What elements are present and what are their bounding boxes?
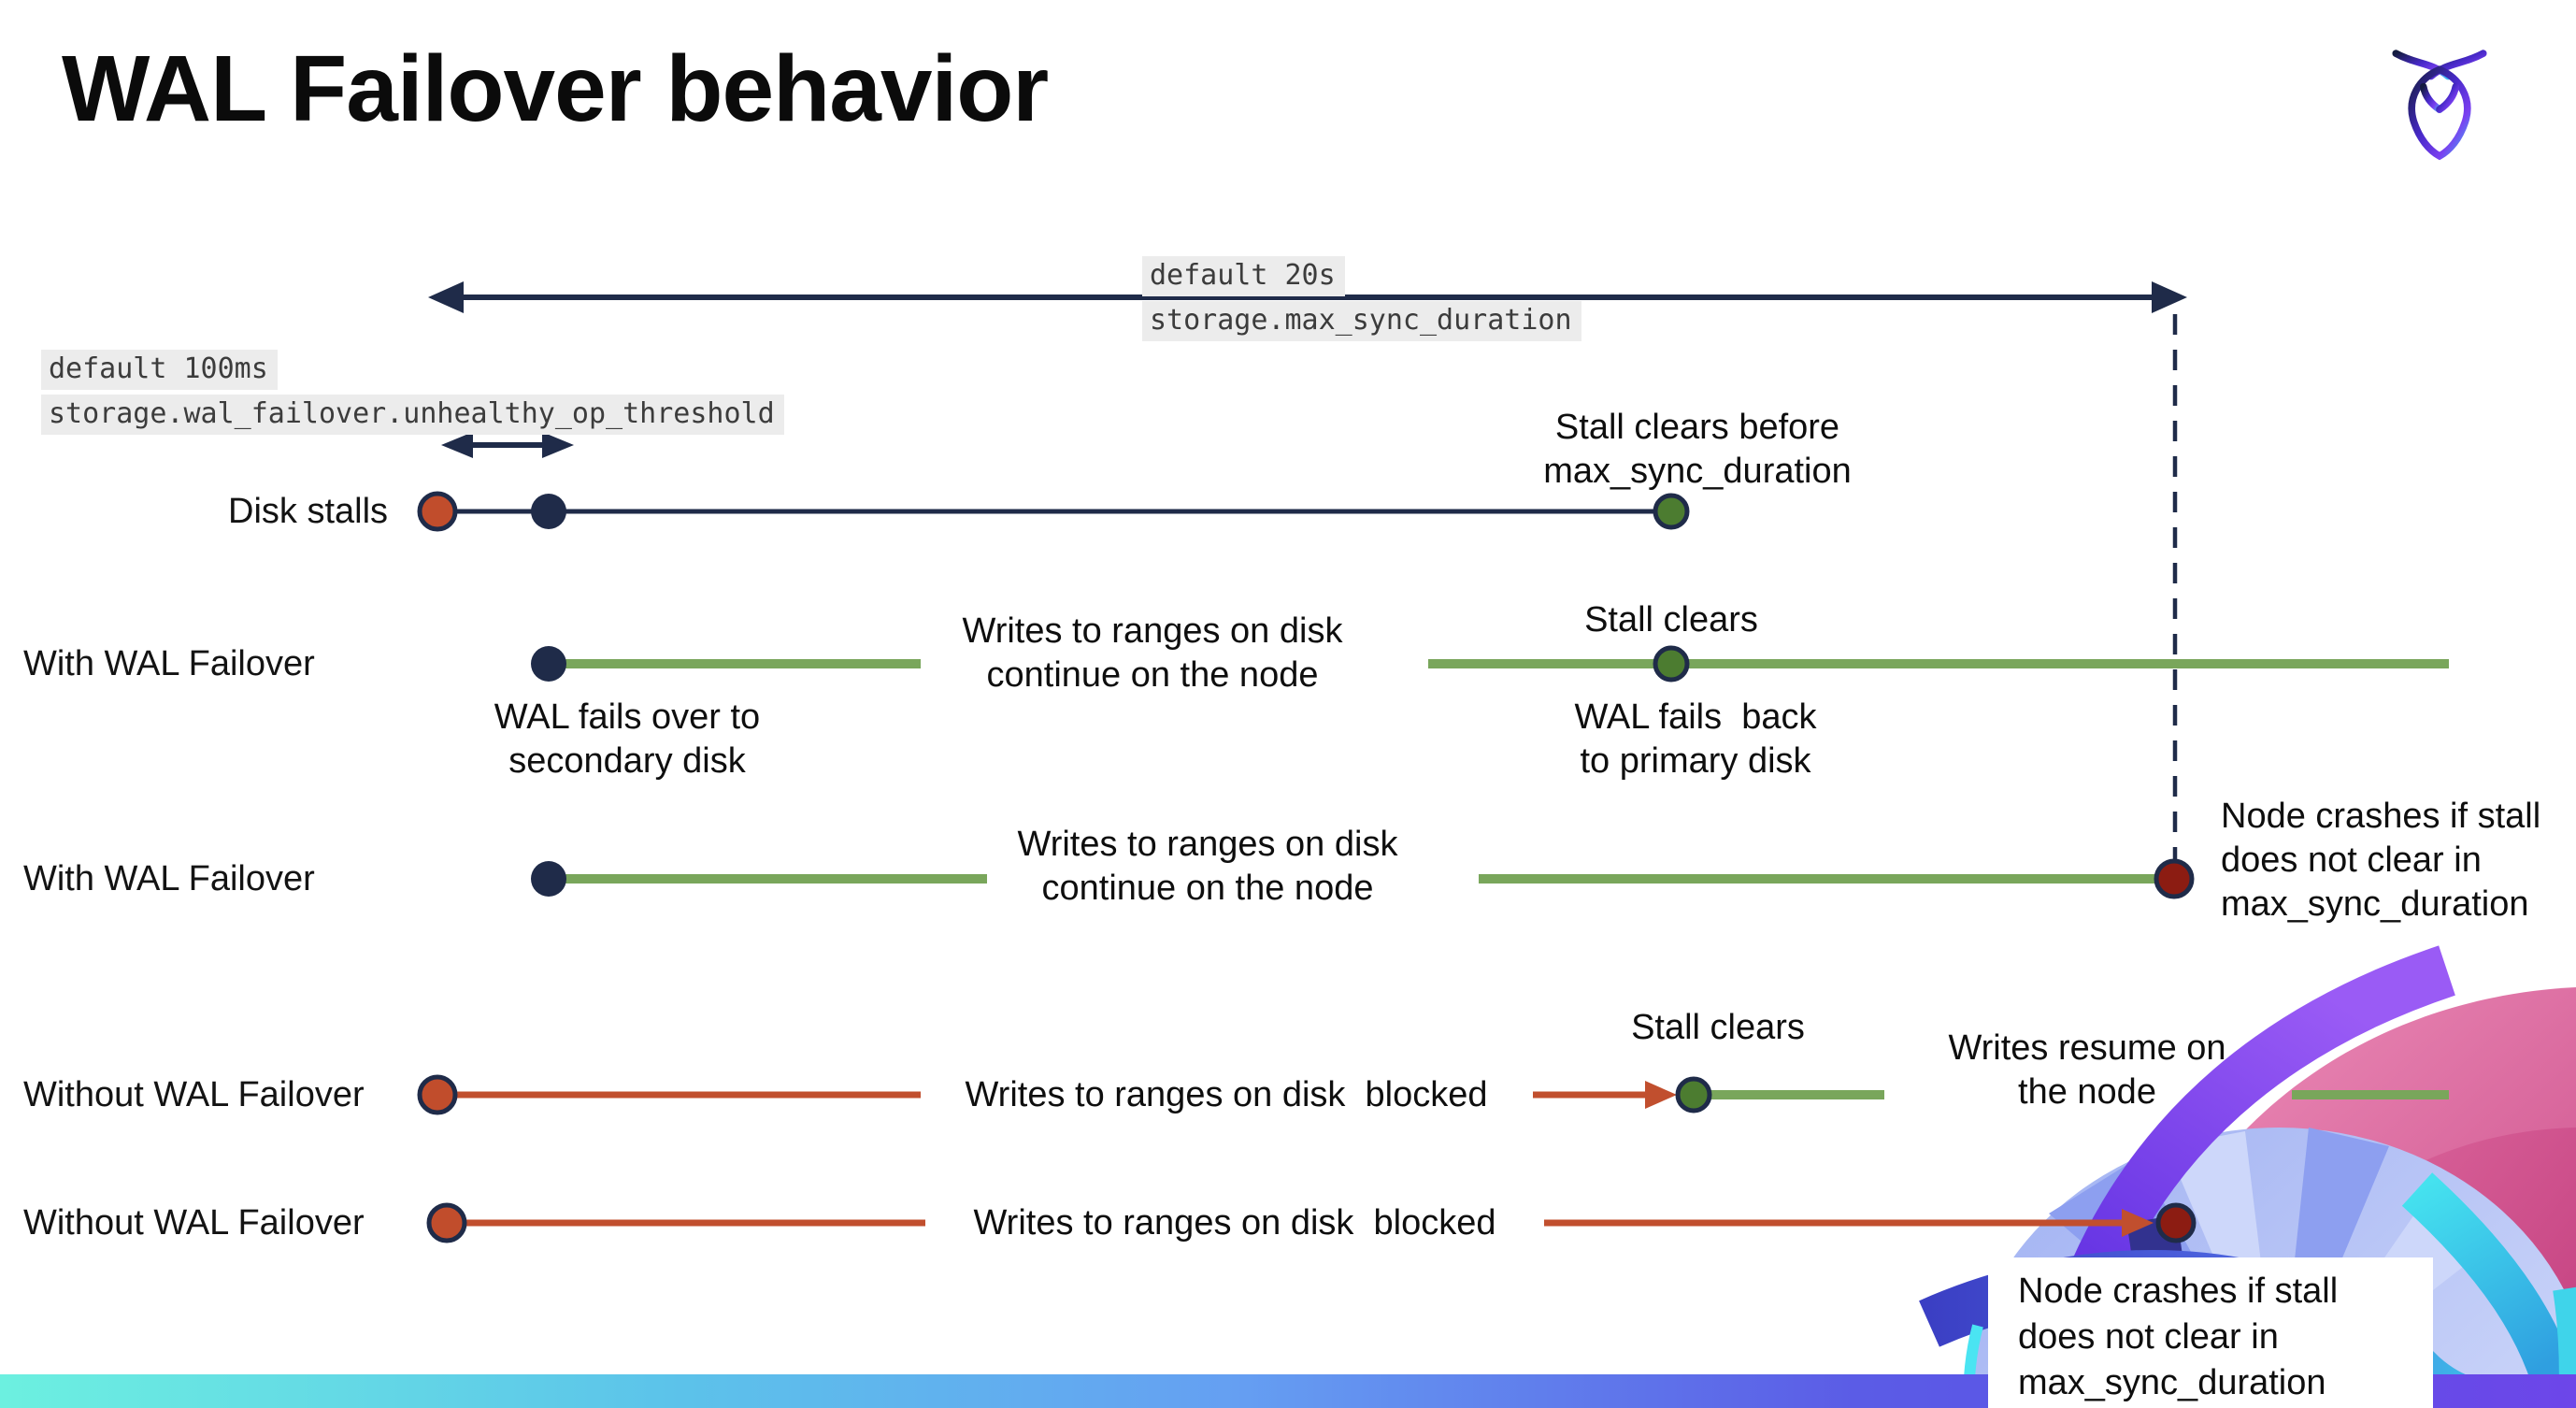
timeline-disk-stalls: [417, 491, 1690, 532]
disk-stall-dot: [417, 491, 458, 532]
note-stall-clears-before: Stall clears before max_sync_duration: [1543, 408, 1852, 491]
callout-default-value: default 20s: [1142, 256, 1345, 296]
row-label-without-wal-failover: Without WAL Failover: [23, 1075, 365, 1114]
note-writes-continue: Writes to ranges on disk continue on the…: [1017, 825, 1398, 908]
row-label-with-wal-failover: With WAL Failover: [23, 859, 315, 898]
disk-stall-dot: [417, 1074, 458, 1115]
node-crash-callout-box: Node crashes if stall does not clear in …: [1988, 1257, 2433, 1408]
row-label-without-wal-failover: Without WAL Failover: [23, 1203, 365, 1243]
note-writes-blocked: Writes to ranges on disk blocked: [965, 1075, 1488, 1114]
cockroachdb-logo-icon: [2392, 50, 2487, 161]
node-crash-note: Node crashes if stall does not clear in …: [2018, 1272, 2339, 1402]
note-node-crashes: Node crashes if stall does not clear in …: [2221, 797, 2541, 924]
callout-setting-name: storage.wal_failover.unhealthy_op_thresh…: [41, 395, 784, 435]
page-title: WAL Failover behavior: [62, 36, 1049, 141]
callout-default-value: default 100ms: [41, 350, 278, 390]
row-label-with-wal-failover: With WAL Failover: [23, 644, 315, 683]
note-writes-continue: Writes to ranges on disk continue on the…: [962, 611, 1343, 695]
note-stall-clears: Stall clears: [1631, 1008, 1805, 1047]
arrowhead-right: [1645, 1081, 1677, 1109]
arrowhead-right: [2152, 281, 2187, 313]
note-wal-fails-over: WAL fails over to secondary disk: [494, 697, 761, 781]
callout-setting-name: storage.max_sync_duration: [1142, 301, 1581, 341]
note-stall-clears: Stall clears: [1584, 600, 1758, 639]
stall-clear-dot: [1653, 645, 1690, 682]
stall-clear-dot: [1675, 1076, 1712, 1113]
row-label-disk-stalls: Disk stalls: [228, 492, 389, 531]
note-wal-fails-back: WAL fails back to primary disk: [1574, 697, 1817, 781]
stall-clear-dot: [1653, 493, 1690, 530]
timeline-with-failover-clears: [531, 645, 2449, 682]
crash-dot: [2154, 858, 2195, 899]
callout-max-sync-duration: default 20s storage.max_sync_duration: [1142, 256, 1581, 346]
arrowhead-left: [428, 281, 464, 313]
threshold-dot: [531, 494, 566, 529]
failover-dot: [531, 646, 566, 682]
disk-stall-dot: [426, 1202, 467, 1243]
callout-unhealthy-op-threshold: default 100ms storage.wal_failover.unhea…: [41, 350, 784, 439]
note-writes-resume: Writes resume on the node: [1948, 1028, 2226, 1112]
failover-dot: [531, 861, 566, 897]
note-writes-blocked: Writes to ranges on disk blocked: [973, 1203, 1496, 1243]
